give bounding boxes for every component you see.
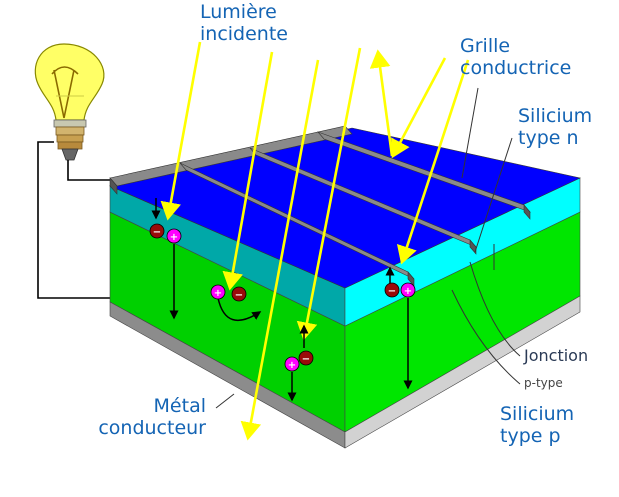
svg-text:+: + bbox=[404, 286, 412, 297]
light-bulb-icon bbox=[34, 43, 105, 161]
electron-icon bbox=[298, 350, 314, 366]
light-rays bbox=[160, 41, 470, 441]
metal-contact-side bbox=[344, 295, 581, 449]
incident-light-label: Lumière incidente bbox=[200, 1, 288, 45]
charge-carriers: − + + − − + − + bbox=[149, 223, 416, 372]
svg-text:+: + bbox=[214, 288, 222, 299]
junction-label: Jonction bbox=[524, 346, 589, 365]
leader-lines bbox=[215, 87, 521, 409]
svg-text:−: − bbox=[153, 227, 161, 238]
svg-text:+: + bbox=[288, 360, 296, 371]
external-circuit-wire bbox=[37, 141, 112, 299]
hole-icon bbox=[166, 228, 182, 244]
n-type-silicon-label: Silicium type n bbox=[518, 105, 593, 149]
electron-icon bbox=[231, 286, 247, 302]
svg-text:+: + bbox=[170, 232, 178, 243]
electron-icon bbox=[384, 282, 400, 298]
hole-icon bbox=[210, 284, 226, 300]
conductive-grid-label: Grille conductrice bbox=[460, 35, 572, 79]
p-type-label: p-type bbox=[524, 376, 563, 390]
svg-text:−: − bbox=[388, 286, 396, 297]
hole-icon bbox=[284, 356, 300, 372]
svg-text:−: − bbox=[302, 354, 310, 365]
hole-icon bbox=[400, 282, 416, 298]
conductor-metal-label: Métal conducteur bbox=[98, 395, 206, 439]
electron-icon bbox=[149, 223, 165, 239]
svg-text:−: − bbox=[235, 290, 243, 301]
p-type-silicon-label: Silicium type p bbox=[500, 403, 575, 447]
conductive-grid bbox=[109, 125, 531, 287]
